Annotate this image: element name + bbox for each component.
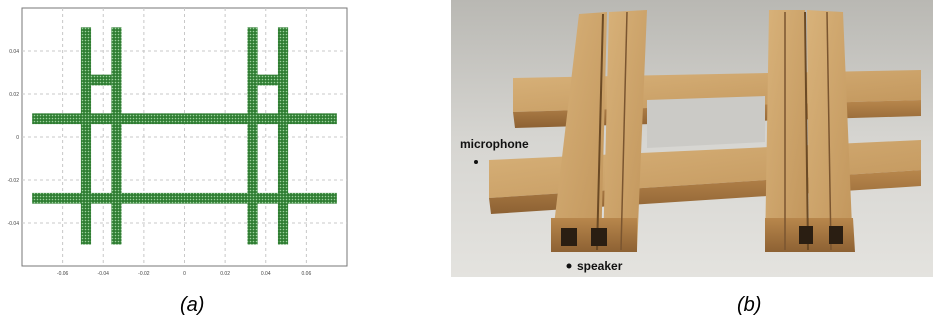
wooden-model <box>489 10 921 252</box>
prototype-photo: microphone speaker <box>451 0 933 277</box>
microphone-marker <box>474 160 478 164</box>
microphone-annotation: microphone <box>460 137 529 164</box>
right-bar-1 <box>247 27 258 245</box>
x-tick-label: 0.06 <box>302 271 312 277</box>
x-tick-label: 0.02 <box>220 271 230 277</box>
caption-a: (a) <box>180 294 205 316</box>
left-bar-2 <box>111 27 122 245</box>
left-bar-1 <box>80 27 92 245</box>
y-tick-label: 0.04 <box>9 49 19 55</box>
tick-labels: -0.06 -0.04 -0.02 0 0.02 0.04 0.06 0.04 0.02 0 -0.… <box>8 49 312 277</box>
layout-shapes <box>32 27 337 245</box>
x-tick-label: 0.04 <box>261 271 271 277</box>
speaker-label: speaker <box>577 259 623 273</box>
y-tick-label: 0 <box>16 135 19 141</box>
right-bridge <box>257 74 278 86</box>
right-bar-2 <box>277 27 289 245</box>
x-tick-label: -0.06 <box>57 271 69 277</box>
x-tick-label: -0.04 <box>98 271 110 277</box>
y-tick-label: -0.02 <box>8 178 20 184</box>
bottom-horizontal-bar <box>32 192 337 204</box>
microphone-label: microphone <box>460 137 529 151</box>
speaker-marker <box>566 263 572 269</box>
speaker-annotation: speaker <box>566 259 623 273</box>
grid <box>22 8 347 266</box>
x-tick-label: 0 <box>183 271 186 277</box>
caption-b: (b) <box>737 294 762 316</box>
top-horizontal-bar <box>32 113 337 125</box>
y-tick-label: 0.02 <box>9 92 19 98</box>
y-tick-label: -0.04 <box>8 221 20 227</box>
layout-plot: -0.06 -0.04 -0.02 0 0.02 0.04 0.06 0.04 0.02 0 -0.… <box>8 7 348 277</box>
x-tick-label: -0.02 <box>138 271 150 277</box>
left-bridge <box>91 74 112 86</box>
